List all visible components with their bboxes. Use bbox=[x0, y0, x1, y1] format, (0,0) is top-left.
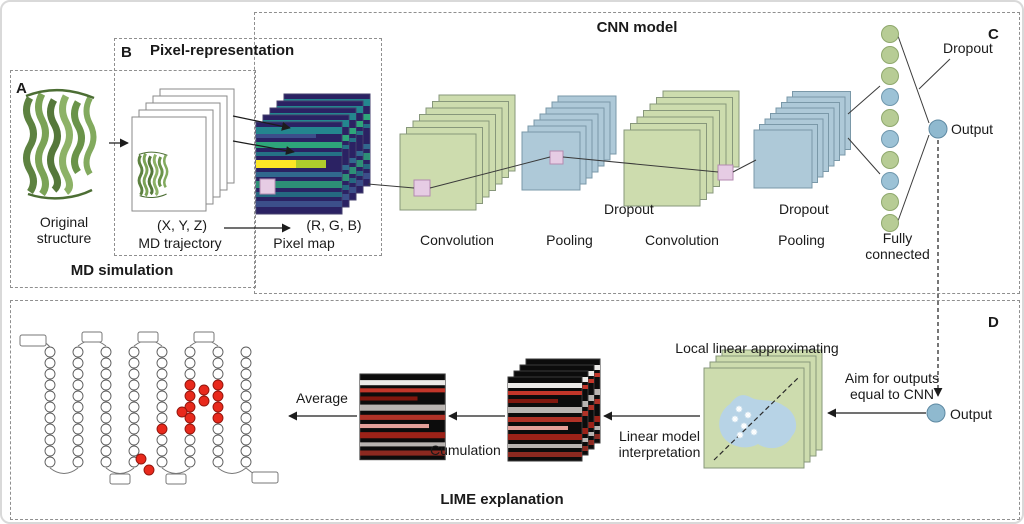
topology-terminal-boxes bbox=[19, 331, 279, 485]
conv2-stack bbox=[623, 90, 740, 207]
pool1-stack bbox=[521, 95, 617, 191]
local-linear-stack bbox=[703, 349, 823, 469]
convolution1-label: Convolution bbox=[420, 232, 494, 248]
rgb-label: (R, G, B) bbox=[306, 217, 362, 233]
panel-a-letter: A bbox=[16, 80, 27, 97]
pixel-representation-box bbox=[114, 38, 382, 256]
topology-diagram bbox=[44, 340, 252, 476]
md-simulation-title: MD simulation bbox=[70, 262, 174, 279]
c-term-box bbox=[251, 471, 279, 484]
receptive-field-pool1 bbox=[549, 150, 564, 165]
receptive-field-conv2 bbox=[717, 164, 734, 181]
pool2-stack bbox=[753, 91, 851, 189]
receptive-field-conv1 bbox=[413, 179, 431, 197]
cumulation-label: Cumulation bbox=[430, 442, 501, 458]
pooling1-label: Pooling bbox=[546, 232, 593, 248]
n-term-box bbox=[19, 334, 47, 347]
pixel-representation-title: Pixel-representation bbox=[150, 42, 295, 59]
output-node-c bbox=[928, 119, 948, 139]
local-linear-label: Local linear approximating bbox=[675, 340, 839, 356]
aim-label: Aim for outputs equal to CNN bbox=[844, 370, 940, 403]
receptive-field-pixelmap bbox=[259, 178, 276, 195]
fully-connected-nodes bbox=[881, 25, 899, 232]
lime-explanation-title: LIME explanation bbox=[440, 491, 564, 508]
flow-arrows bbox=[109, 115, 943, 421]
output-d-label: Output bbox=[950, 406, 993, 422]
decision-boundary-line bbox=[713, 377, 799, 461]
cnn-model-box bbox=[254, 12, 1020, 294]
pixel-map-stack bbox=[255, 93, 371, 215]
output-node-d bbox=[926, 403, 946, 423]
linear-model-label: Linear model interpretation bbox=[618, 428, 701, 461]
dropout2-label: Dropout bbox=[779, 201, 829, 217]
conv1-stack bbox=[399, 94, 516, 211]
xyz-label: (X, Y, Z) bbox=[156, 217, 208, 233]
lime-explanation-box bbox=[10, 300, 1020, 520]
pooling2-label: Pooling bbox=[778, 232, 825, 248]
md-trajectory-stack bbox=[131, 88, 235, 212]
panel-d-letter: D bbox=[988, 314, 999, 331]
convolution2-label: Convolution bbox=[645, 232, 719, 248]
original-structure-label: Original structure bbox=[36, 214, 92, 247]
pixel-map-label: Pixel map bbox=[273, 235, 335, 251]
cnn-model-title: CNN model bbox=[596, 19, 678, 36]
panel-c-letter: C bbox=[988, 26, 999, 43]
fully-connected-label: Fully connected bbox=[865, 230, 930, 263]
connection-lines bbox=[367, 35, 951, 222]
md-trajectory-label: MD trajectory bbox=[138, 235, 222, 251]
dropout1-label: Dropout bbox=[604, 201, 654, 217]
lime-image-stack bbox=[507, 358, 601, 462]
panel-b-letter: B bbox=[121, 44, 132, 61]
average-label: Average bbox=[296, 390, 348, 406]
protein-structure-image bbox=[26, 90, 94, 198]
dropout3-label: Dropout bbox=[943, 40, 993, 56]
output-c-label: Output bbox=[951, 121, 994, 137]
